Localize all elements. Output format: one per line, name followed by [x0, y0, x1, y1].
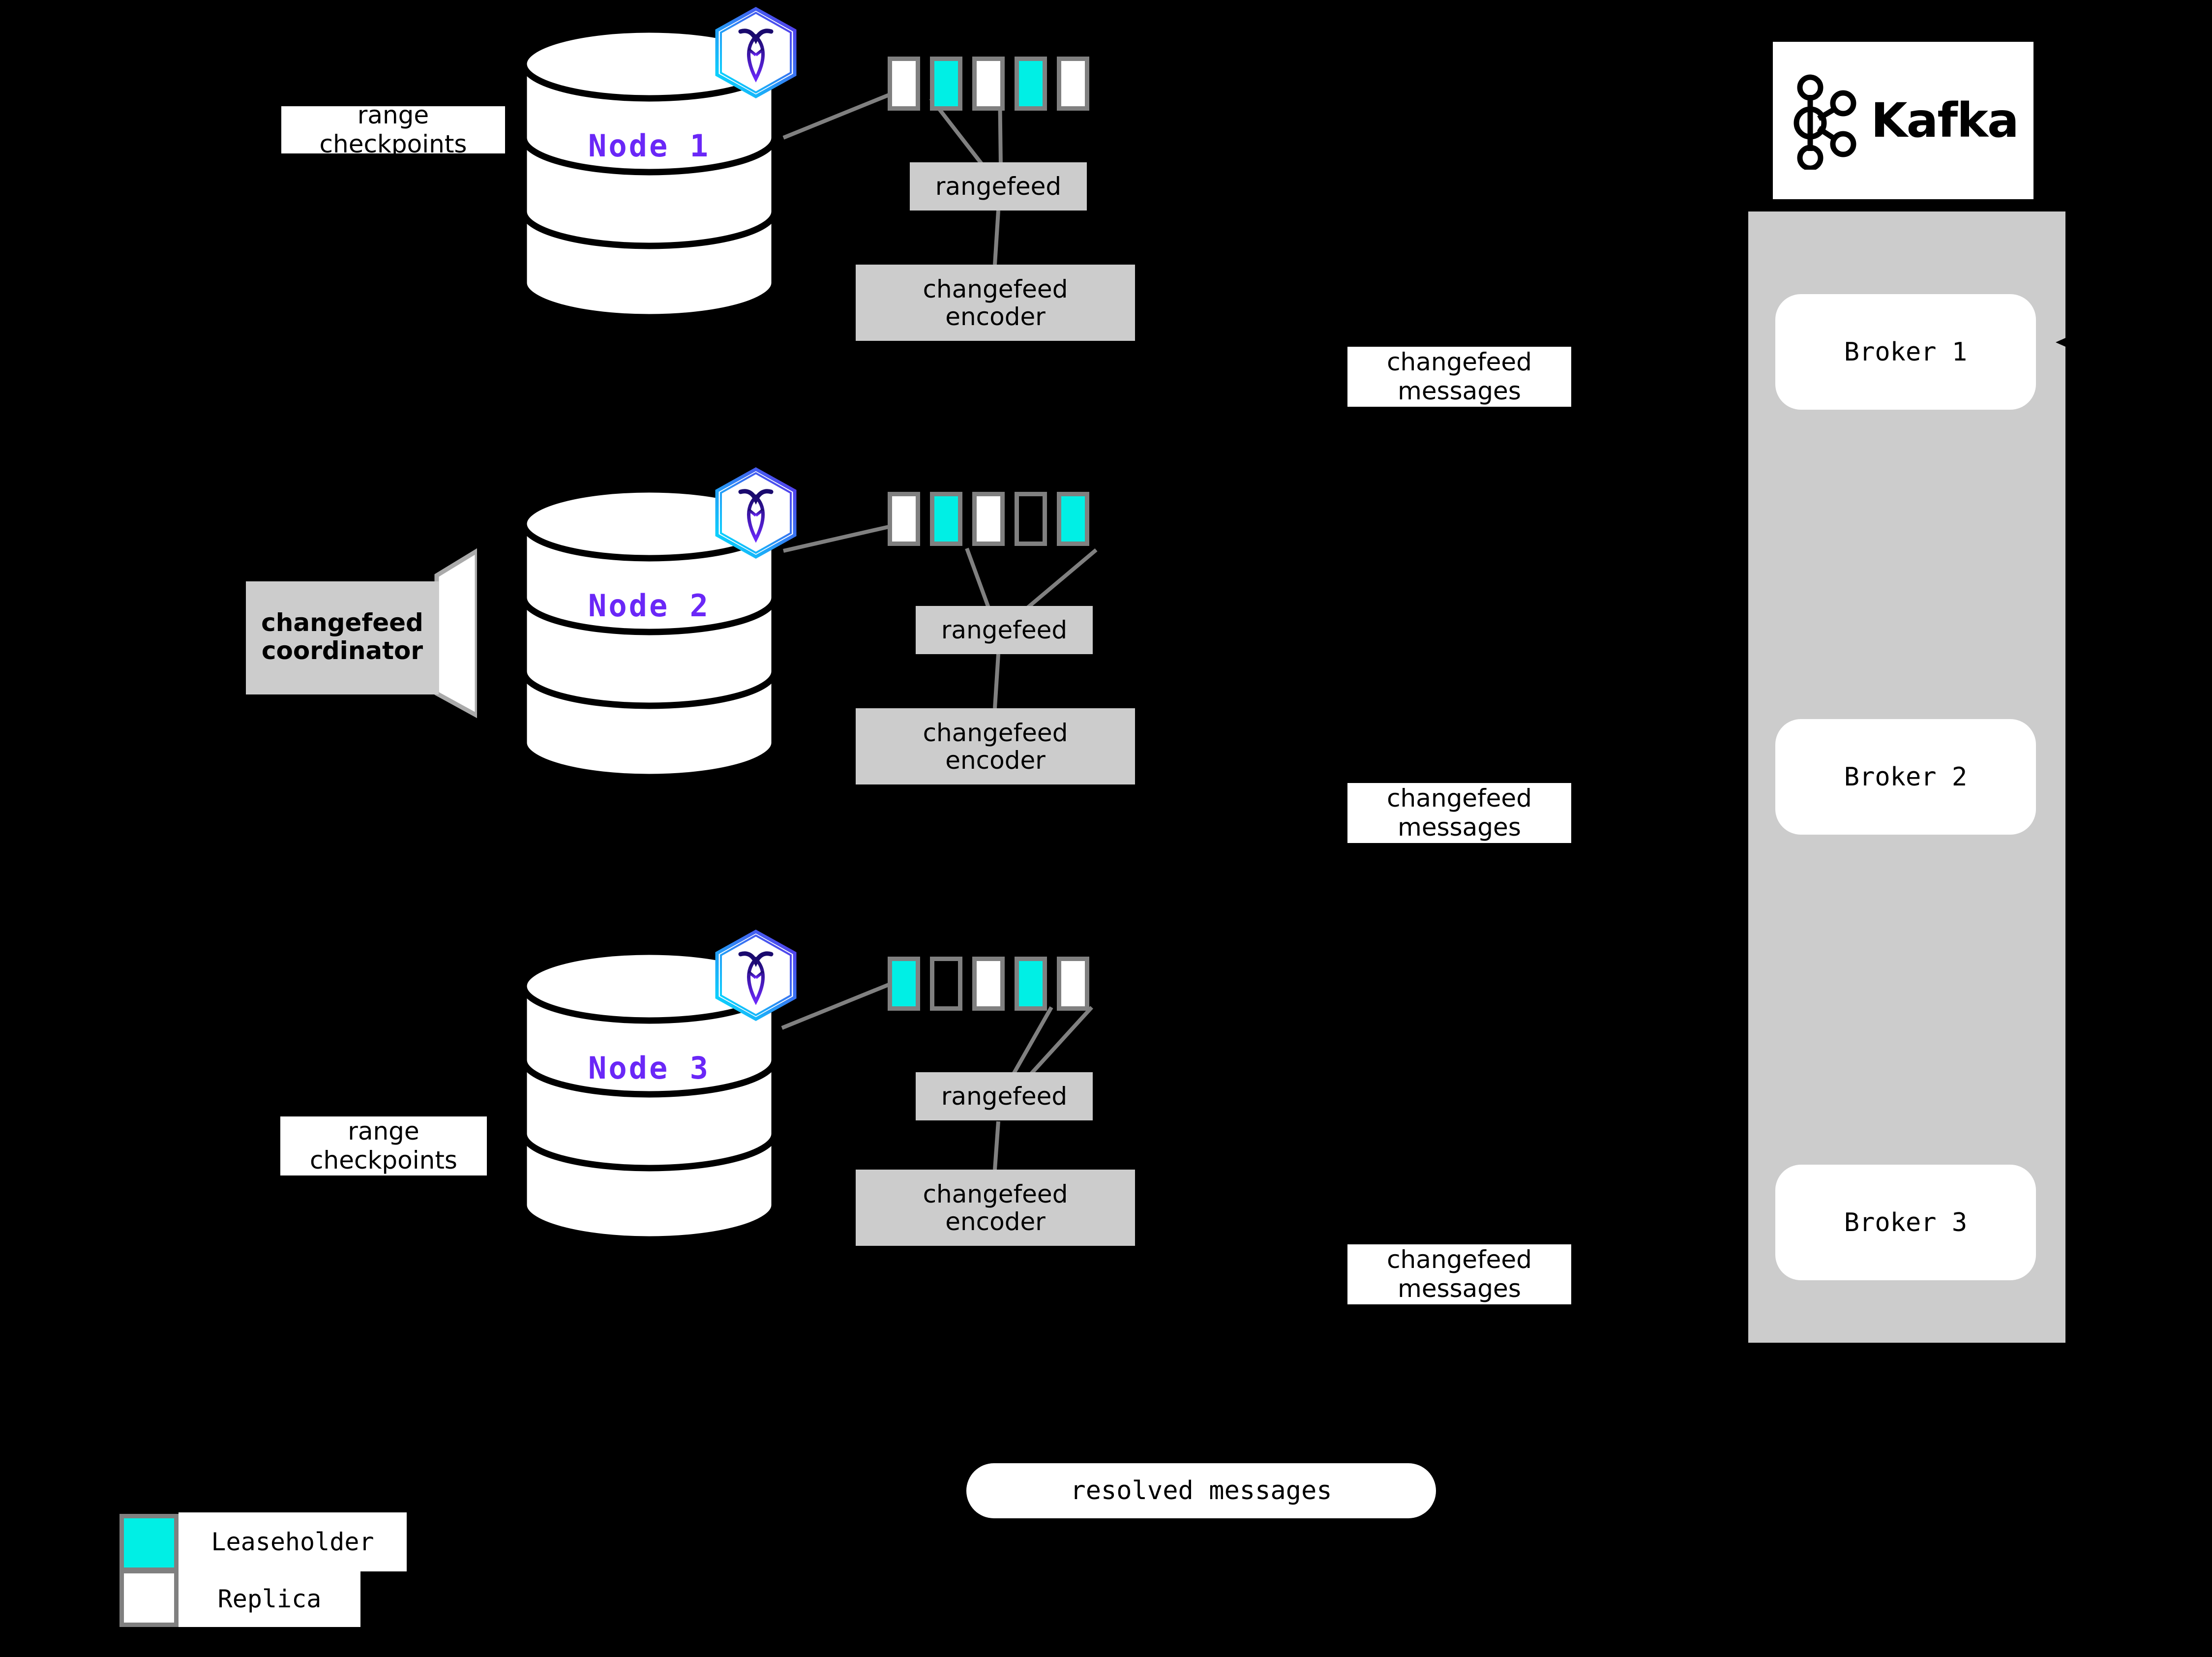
changefeed-messages-label-1: changefeed messages — [1347, 347, 1571, 407]
node-1-label: Node 1 — [588, 128, 710, 164]
legend-label-leaseholder: Leaseholder — [179, 1512, 407, 1571]
range-box-empty[interactable] — [930, 957, 962, 1011]
range-box-replica[interactable] — [888, 57, 920, 111]
node-3-encoder-box[interactable]: changefeed encoder — [856, 1170, 1135, 1246]
range-box-replica[interactable] — [972, 57, 1005, 111]
cockroachdb-hex-icon — [713, 929, 799, 1022]
node-2-cylinder: Node 2 — [519, 487, 779, 782]
range-box-leaseholder[interactable] — [1015, 57, 1047, 111]
cockroachdb-hex-icon — [713, 6, 799, 99]
legend-swatch-leaseholder — [120, 1514, 179, 1572]
legend-label-replica: Replica — [179, 1570, 360, 1627]
range-box-replica[interactable] — [888, 492, 920, 546]
range-box-leaseholder[interactable] — [1057, 492, 1089, 546]
range-box-leaseholder[interactable] — [930, 57, 962, 111]
changefeed-coordinator-callout[interactable]: changefeed coordinator — [246, 546, 477, 721]
node-2-ranges — [888, 492, 1089, 546]
node-2-rangefeed-box[interactable]: rangefeed — [916, 606, 1093, 654]
kafka-broker-3[interactable]: Broker 3 — [1775, 1165, 2036, 1280]
node-2-label: Node 2 — [588, 588, 710, 624]
resolved-messages-pill[interactable]: resolved messages — [966, 1463, 1436, 1518]
range-box-replica[interactable] — [972, 492, 1005, 546]
node-3-ranges — [888, 957, 1089, 1011]
changefeed-messages-label-2: changefeed messages — [1347, 783, 1571, 843]
range-box-replica[interactable] — [1057, 57, 1089, 111]
range-box-leaseholder[interactable] — [888, 957, 920, 1011]
kafka-broker-2[interactable]: Broker 2 — [1775, 719, 2036, 835]
legend-swatch-replica — [120, 1569, 179, 1627]
node-1-range-checkpoints-label: range checkpoints — [281, 101, 505, 158]
changefeed-coordinator-label: changefeed coordinator — [261, 608, 423, 665]
range-box-leaseholder[interactable] — [930, 492, 962, 546]
node-3-range-checkpoints-label: range checkpoints — [280, 1116, 487, 1175]
range-box-replica[interactable] — [972, 957, 1005, 1011]
kafka-wordmark: Kafka — [1871, 93, 2019, 148]
range-box-leaseholder[interactable] — [1015, 957, 1047, 1011]
kafka-logo-panel: Kafka — [1773, 42, 2033, 199]
changefeed-messages-label-3: changefeed messages — [1347, 1244, 1571, 1304]
node-1-cylinder: Node 1 — [519, 27, 779, 322]
range-box-empty[interactable] — [1015, 492, 1047, 546]
kafka-nodes-icon — [1788, 71, 1862, 171]
node-1-encoder-box[interactable]: changefeed encoder — [856, 265, 1135, 341]
kafka-broker-1[interactable]: Broker 1 — [1775, 294, 2036, 410]
node-3-label: Node 3 — [588, 1050, 710, 1086]
node-2-encoder-box[interactable]: changefeed encoder — [856, 708, 1135, 784]
node-3-cylinder: Node 3 — [519, 949, 779, 1244]
node-1-rangefeed-box[interactable]: rangefeed — [910, 162, 1087, 211]
kafka-inbound-arrowhead — [2056, 334, 2073, 350]
range-box-replica[interactable] — [1057, 957, 1089, 1011]
node-1-ranges — [888, 57, 1089, 111]
cockroachdb-hex-icon — [713, 466, 799, 560]
node-3-rangefeed-box[interactable]: rangefeed — [916, 1072, 1093, 1120]
